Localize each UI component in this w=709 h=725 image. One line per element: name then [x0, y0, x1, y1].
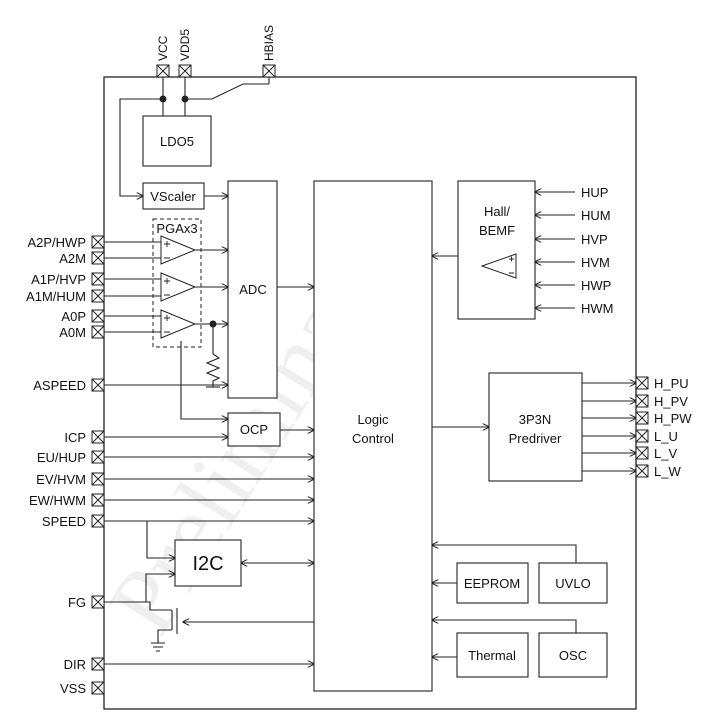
predriver-block: 3P3N Predriver	[488, 372, 583, 482]
pin-label: H_PU	[654, 376, 689, 391]
left-pin-ew-hwm: EW/HWM	[29, 493, 105, 508]
block-label: EEPROM	[464, 576, 520, 591]
pin-label: FG	[68, 595, 86, 610]
right-pin-h-pu: H_PU	[635, 376, 689, 391]
left-pin-a2p-hwp: A2P/HWP	[27, 235, 105, 250]
comparator-icon	[480, 253, 517, 279]
pin-label: EW/HWM	[29, 493, 86, 508]
left-pin-ev-hvm: EV/HVM	[36, 472, 105, 487]
block-label: Hall/	[484, 204, 510, 219]
pin-label: VCC	[156, 35, 170, 61]
block-label: LDO5	[160, 134, 194, 149]
block-label: BEMF	[479, 223, 515, 238]
osc-block: OSC	[538, 632, 608, 678]
hall-input-label: HUM	[581, 208, 611, 223]
left-pin-icp: ICP	[64, 430, 105, 445]
left-pin-a2m: A2M	[59, 251, 105, 266]
uvlo-block: UVLO	[538, 562, 608, 604]
pin-label: VDD5	[178, 29, 192, 61]
hall-input-label: HVP	[581, 232, 608, 247]
thermal-block: Thermal	[456, 632, 529, 678]
eeprom-block: EEPROM	[456, 562, 529, 604]
left-pin-vss: VSS	[60, 681, 105, 696]
pin-label: A2P/HWP	[27, 235, 86, 250]
pin-label: H_PV	[654, 394, 688, 409]
top-pin-vdd5: VDD5	[178, 29, 192, 78]
pin-label: HBIAS	[262, 25, 276, 61]
right-pin-h-pv: H_PV	[635, 394, 688, 409]
junction-dot	[209, 320, 217, 328]
pin-label: ASPEED	[33, 378, 86, 393]
hall-input-label: HVM	[581, 255, 610, 270]
pin-label: A0M	[59, 325, 86, 340]
pin-label: A2M	[59, 251, 86, 266]
pin-label: ICP	[64, 430, 86, 445]
block-label: PGAx3	[156, 221, 197, 236]
left-pin-aspeed: ASPEED	[33, 378, 105, 393]
op-amp-icon	[160, 272, 197, 302]
block-label: I2C	[192, 553, 223, 575]
hall-input-label: HWP	[581, 278, 611, 293]
block-label: OCP	[240, 422, 268, 437]
pin-label: A1M/HUM	[26, 289, 86, 304]
block-label: Thermal	[468, 648, 516, 663]
pin-label: H_PW	[654, 411, 692, 426]
left-pin-fg: FG	[68, 595, 105, 610]
pin-label: L_U	[654, 429, 678, 444]
pin-label: A1P/HVP	[31, 272, 86, 287]
right-pin-h-pw: H_PW	[635, 411, 692, 426]
left-pin-a1m-hum: A1M/HUM	[26, 289, 105, 304]
pin-label: EU/HUP	[37, 450, 86, 465]
chip-outline	[103, 76, 637, 710]
block-label: UVLO	[555, 576, 590, 591]
pin-label: L_V	[654, 446, 677, 461]
block-label: Logic	[357, 412, 389, 427]
left-pin-a0p: A0P	[61, 309, 105, 324]
op-amp-icon	[160, 235, 197, 265]
left-pin-a0m: A0M	[59, 325, 105, 340]
ocp-block: OCP	[227, 412, 281, 447]
pin-label: EV/HVM	[36, 472, 86, 487]
pin-label: A0P	[61, 309, 86, 324]
pin-label: SPEED	[42, 514, 86, 529]
left-pin-speed: SPEED	[42, 514, 105, 529]
right-pin-l-v: L_V	[635, 446, 677, 461]
block-label: Control	[352, 431, 394, 446]
block-label: VScaler	[150, 189, 196, 204]
top-pin-hbias: HBIAS	[262, 25, 276, 78]
hall-bemf-block: Hall/ BEMF	[457, 180, 536, 320]
block-label: 3P3N	[519, 412, 552, 427]
pin-label: DIR	[64, 657, 86, 672]
junction-dot	[181, 95, 189, 103]
hall-input-label: HUP	[581, 185, 608, 200]
junction-dot	[159, 95, 167, 103]
left-pin-a1p-hvp: A1P/HVP	[31, 272, 105, 287]
right-pin-l-u: L_U	[635, 429, 678, 444]
left-pin-eu-hup: EU/HUP	[37, 450, 105, 465]
pga-block: PGAx3	[152, 218, 202, 348]
right-pin-l-w: L_W	[635, 464, 681, 479]
adc-block: ADC	[227, 180, 278, 399]
block-label: OSC	[559, 648, 587, 663]
block-label: ADC	[239, 282, 266, 297]
hall-input-label: HWM	[581, 301, 614, 316]
op-amp-icon	[160, 309, 197, 339]
block-label: Predriver	[509, 431, 562, 446]
top-pin-vcc: VCC	[156, 35, 170, 78]
logic-control-block: Logic Control	[313, 180, 433, 692]
pin-label: VSS	[60, 681, 86, 696]
pin-label: L_W	[654, 464, 681, 479]
left-pin-dir: DIR	[64, 657, 105, 672]
ldo5-block: LDO5	[142, 115, 212, 167]
vscaler-block: VScaler	[142, 182, 205, 210]
i2c-block: I2C	[174, 539, 242, 587]
